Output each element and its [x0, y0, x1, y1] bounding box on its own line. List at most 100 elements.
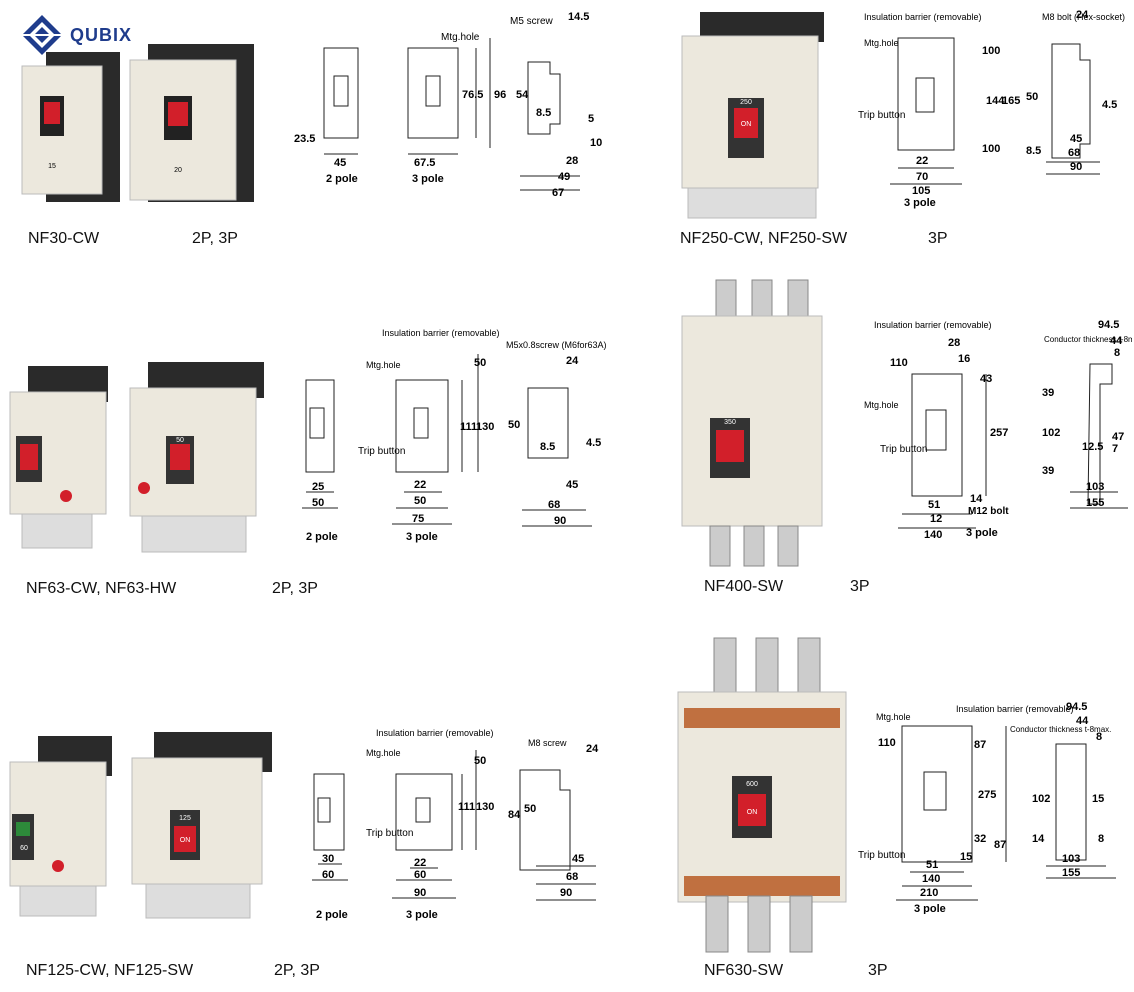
dim: 68 [1068, 147, 1080, 159]
label-mtg-hole: Mtg.hole [366, 748, 401, 758]
caption-2-pole: 2 pole [306, 531, 338, 543]
dim: 50 [474, 357, 486, 369]
dim: 45 [334, 157, 346, 169]
dim: 257 [990, 427, 1008, 439]
dim: 50 [1026, 91, 1038, 103]
dim: 68 [566, 871, 578, 883]
dim: 8.5 [536, 107, 551, 119]
poles-label-nf30: 2P, 3P [192, 230, 238, 247]
product-label-nf630: NF630-SW [704, 962, 784, 979]
label-m8-screw: M8 screw [528, 738, 567, 748]
dim: 30 [322, 853, 334, 865]
breaker-photo-nf125-3p: 125 ON [131, 732, 272, 919]
caption-3-pole: 3 pole [406, 531, 438, 543]
label-insulation-barrier: Insulation barrier (removable) [956, 704, 1074, 714]
dim: 50 [312, 497, 324, 509]
dim: 24 [586, 743, 599, 755]
breaker-photo-nf630: 600 ON [677, 637, 847, 953]
product-label-nf250: NF250-CW, NF250-SW [680, 230, 848, 247]
breaker-photo-nf125-2p: 60 [9, 736, 112, 917]
dim: 275 [978, 789, 996, 801]
breaker-mark: 20 [174, 167, 182, 174]
caption-2-pole: 2 pole [326, 173, 358, 185]
caption-3-pole: 3 pole [914, 903, 946, 914]
dim: 23.5 [294, 133, 315, 145]
product-label-nf63: NF63-CW, NF63-HW [26, 580, 177, 597]
dim: 14.5 [568, 11, 589, 23]
dim: 67.5 [414, 157, 435, 169]
brand-name: QUBIX [70, 24, 133, 45]
dim: 44 [1110, 335, 1123, 347]
dim: 84 [508, 809, 521, 821]
qubix-logo-icon [22, 15, 62, 55]
label-trip-button: Trip button [858, 110, 905, 121]
dim: 90 [1070, 161, 1082, 173]
dim: 15 [1092, 793, 1104, 805]
breaker-mark: ON [741, 121, 752, 128]
dim: 45 [566, 479, 578, 491]
dim: 7 [1112, 443, 1118, 455]
dim: 50 [524, 803, 536, 815]
label-trip-button: Trip button [358, 446, 405, 457]
breaker-photo-nf30-2p: 15 [21, 52, 120, 202]
dimension-drawing-nf125: Insulation barrier (removable) Mtg.hole … [312, 728, 599, 921]
dim: 4.5 [1102, 99, 1117, 111]
breaker-mark: 15 [48, 163, 56, 170]
dim: 45 [1070, 133, 1082, 145]
dimension-drawing-nf30: Mtg.hole M5 screw 14.5 54 45 67.5 76.5 9… [294, 11, 602, 199]
dim: 12.5 [1082, 441, 1103, 453]
label-mtg-hole: Mtg.hole [864, 400, 899, 410]
breaker-mark: ON [180, 837, 191, 844]
dimension-drawing-nf400: Insulation barrier (removable) Mtg.hole … [864, 319, 1132, 541]
dim: 28 [948, 337, 960, 349]
dim: 45 [572, 853, 584, 865]
dim: 140 [924, 529, 942, 541]
dim: 15 [960, 851, 972, 863]
dim: 75 [412, 513, 424, 525]
label-m12-bolt: M12 bolt [968, 506, 1009, 517]
dim: 32 [974, 833, 986, 845]
label-insulation-barrier: Insulation barrier (removable) [376, 728, 494, 738]
dim: 100 [982, 45, 1000, 57]
label-mtg-hole: Mtg.hole [441, 32, 480, 43]
dim: 87 [974, 739, 986, 751]
label-m5-screw: M5 screw [510, 16, 554, 27]
dim: 94.5 [1098, 319, 1119, 331]
label-mtg-hole: Mtg.hole [864, 38, 899, 48]
dim: 25 [312, 481, 324, 493]
dimension-drawing-nf63: Insulation barrier (removable) Mtg.hole … [302, 328, 607, 543]
dim: 8 [1098, 833, 1104, 845]
dim: 105 [912, 185, 930, 197]
dim: 16 [958, 353, 970, 365]
dim: 51 [926, 859, 938, 871]
dim: 102 [1042, 427, 1060, 439]
dim: 8.5 [1026, 145, 1041, 157]
dim: 111 [460, 421, 477, 433]
breaker-mark: 50 [176, 437, 184, 444]
dim: 8 [1096, 731, 1102, 743]
dim: 110 [890, 357, 908, 369]
caption-3-pole: 3 pole [904, 197, 936, 209]
dim: 90 [414, 887, 426, 899]
dim: 130 [476, 801, 494, 813]
dim: 4.5 [586, 437, 601, 449]
dimension-drawing-nf250: Insulation barrier (removable) Mtg.hole … [858, 9, 1125, 209]
dim: 22 [414, 479, 426, 491]
dim: 144 [986, 95, 1005, 107]
dim: 165 [1002, 95, 1020, 107]
product-label-nf30: NF30-CW [28, 230, 100, 247]
dim: 90 [554, 515, 566, 527]
dim: 111 [458, 801, 475, 813]
dim: 50 [474, 755, 486, 767]
breaker-mark: 125 [179, 815, 191, 822]
caption-2-pole: 2 pole [316, 909, 348, 921]
dim: 210 [920, 887, 938, 899]
poles-label-nf250: 3P [928, 230, 948, 247]
breaker-photo-nf63-2p [9, 366, 108, 549]
dim: 94.5 [1066, 701, 1087, 713]
poles-label-nf400: 3P [850, 578, 870, 595]
dim: 130 [476, 421, 494, 433]
dim: 14 [970, 493, 983, 505]
dim: 155 [1062, 867, 1080, 879]
breaker-mark: 60 [20, 845, 28, 852]
